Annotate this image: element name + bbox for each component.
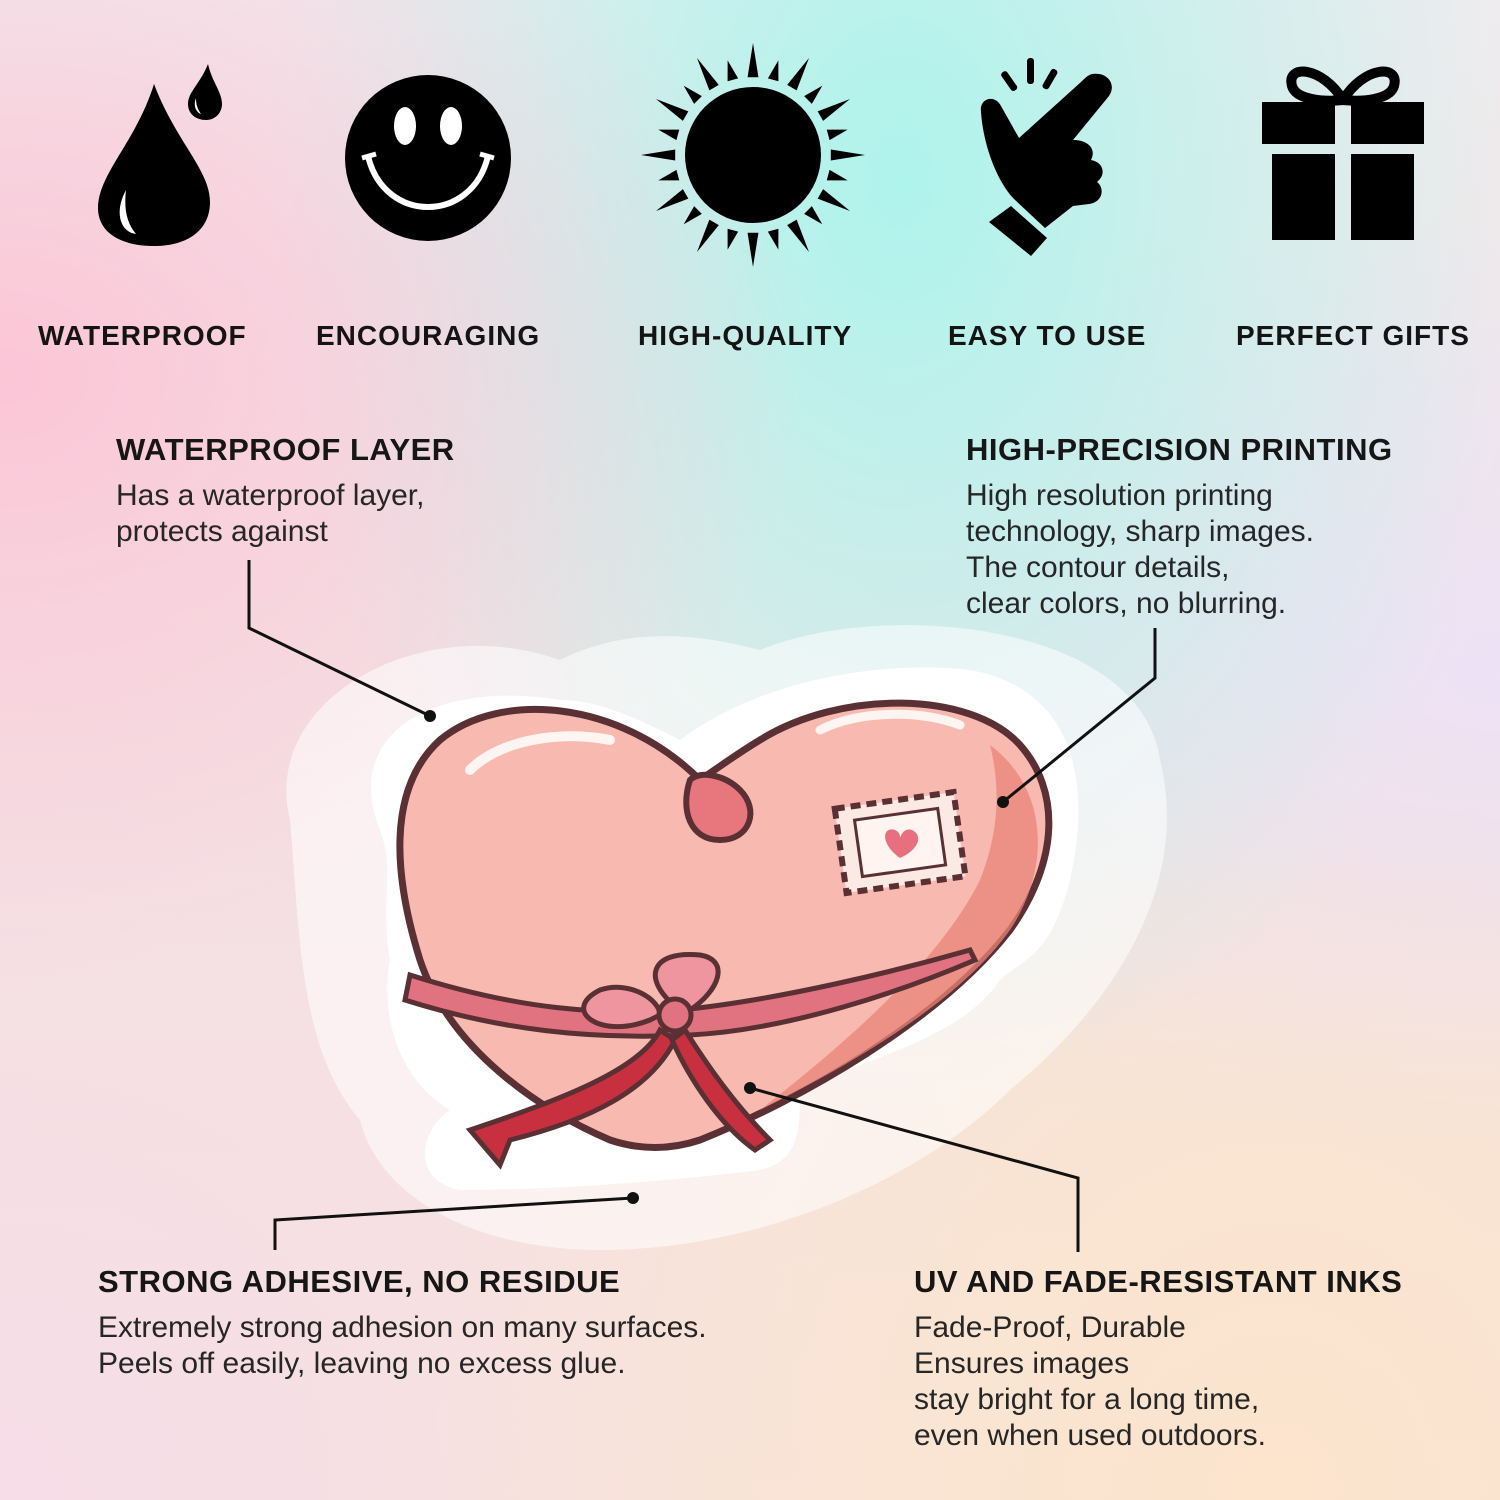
- sun-ray: [767, 60, 779, 82]
- sun-icon: [640, 42, 866, 268]
- sun-ray: [804, 85, 823, 104]
- sun-ray: [683, 85, 702, 104]
- leader-line-waterproof: [247, 560, 431, 718]
- heart-dimple: [683, 771, 754, 844]
- callout-strong-adhesive: STRONG ADHESIVE, NO RESIDUE Extremely st…: [98, 1264, 707, 1382]
- feature-label-encouraging: ENCOURAGING: [316, 320, 541, 351]
- callout-uv-fade-resistant: UV AND FADE-RESISTANT INKS Fade-Proof, D…: [914, 1264, 1402, 1454]
- leader-line-high-precision: [1002, 628, 1157, 804]
- sun-ray: [767, 228, 779, 250]
- feature-label-high-quality: HIGH-QUALITY: [638, 320, 853, 351]
- sun-ray: [826, 129, 848, 141]
- heart-ribbon-bow: [652, 951, 721, 1013]
- sun-ray: [830, 149, 865, 161]
- sun-ray: [826, 169, 848, 181]
- sun-ray: [683, 206, 702, 225]
- callout-title: WATERPROOF LAYER: [116, 432, 455, 467]
- callout-description: Fade-Proof, Durable Ensures images stay …: [914, 1311, 1266, 1452]
- feature-label-perfect-gifts: PERFECT GIFTS: [1236, 320, 1470, 351]
- callout-description: High resolution printing technology, sha…: [966, 479, 1314, 620]
- sun-ray: [697, 58, 719, 91]
- sun-ray: [658, 129, 680, 141]
- sun-ray: [727, 228, 739, 250]
- sun-ray: [787, 219, 809, 252]
- callout-description: Has a waterproof layer, protects against: [116, 479, 425, 548]
- heart-shade: [760, 745, 1038, 1110]
- sun-ray: [641, 149, 676, 161]
- sun-ray: [656, 189, 689, 211]
- finger-snap-hand-icon: [975, 56, 1125, 256]
- sun-ray: [804, 206, 823, 225]
- smiley-face-icon: [344, 74, 512, 242]
- callout-title: HIGH-PRECISION PRINTING: [966, 432, 1393, 467]
- sun-ray: [697, 219, 719, 252]
- sun-ray: [747, 232, 759, 267]
- feature-label-waterproof: WATERPROOF: [38, 320, 247, 351]
- callout-high-precision-printing: HIGH-PRECISION PRINTING High resolution …: [966, 432, 1393, 622]
- water-drop-icon: [96, 62, 222, 248]
- sun-ray: [817, 189, 850, 211]
- heart-stamp: [831, 788, 969, 897]
- callout-title: UV AND FADE-RESISTANT INKS: [914, 1264, 1403, 1299]
- callout-waterproof-layer: WATERPROOF LAYER Has a waterproof layer,…: [116, 432, 455, 550]
- heart-highlight: [465, 731, 615, 775]
- callout-title: STRONG ADHESIVE, NO RESIDUE: [98, 1264, 621, 1299]
- leader-line-adhesive: [273, 1196, 634, 1250]
- sun-ray: [727, 60, 739, 82]
- sun-ray: [658, 169, 680, 181]
- callout-description: Extremely strong adhesion on many surfac…: [98, 1311, 707, 1380]
- sun-ray: [747, 43, 759, 78]
- heart-ribbon-tails: [465, 1026, 679, 1170]
- sun-ray: [787, 58, 809, 91]
- leader-line-uv: [749, 1086, 1080, 1252]
- gift-box-icon: [1262, 56, 1424, 242]
- sun-ray: [817, 99, 850, 121]
- sun-ray: [656, 99, 689, 121]
- feature-label-easy-to-use: EASY TO USE: [948, 320, 1147, 351]
